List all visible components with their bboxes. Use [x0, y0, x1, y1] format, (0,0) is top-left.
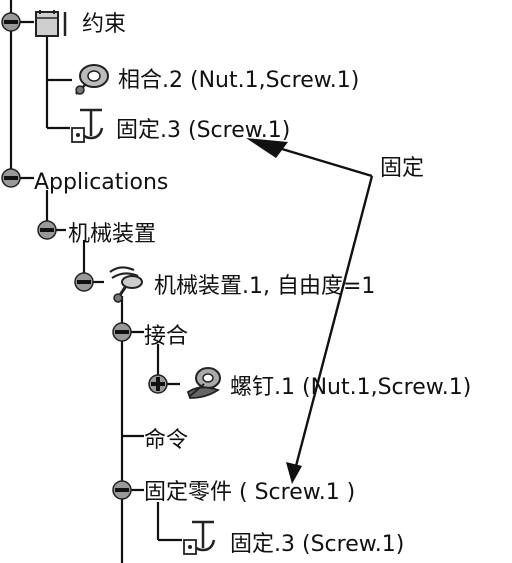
mechanism-icon: [109, 266, 143, 303]
screw-joint-icon: [186, 367, 221, 399]
annotation-label: 固定: [380, 156, 425, 181]
collapse-node-icon[interactable]: [111, 479, 133, 501]
tree-item-commands[interactable]: 命令: [144, 428, 189, 453]
collapse-node-icon[interactable]: [111, 321, 133, 343]
arrow-head-icon: [246, 138, 288, 158]
tree-item-mate[interactable]: 相合.2 (Nut.1,Screw.1): [118, 68, 360, 93]
plus-node-icon[interactable]: [147, 373, 169, 395]
tree-item-applications[interactable]: Applications: [34, 170, 169, 195]
coincidence-constraint-icon: [75, 64, 109, 95]
tree-item-fixed-part[interactable]: 固定零件 ( Screw.1 ): [144, 480, 356, 505]
tree-item-mechanisms[interactable]: 机械装置: [68, 222, 157, 247]
collapse-node-icon[interactable]: [73, 271, 95, 293]
collapse-node-icon[interactable]: [0, 167, 22, 189]
tree-item-joints[interactable]: 接合: [144, 324, 189, 349]
anchor-fix-icon: [183, 520, 216, 555]
constraint-set-icon: [35, 10, 67, 37]
collapse-node-icon[interactable]: [36, 219, 58, 241]
tree-item-fix[interactable]: 固定.3 (Screw.1): [116, 118, 291, 143]
arrow-head-icon: [286, 462, 302, 484]
collapse-node-icon[interactable]: [0, 11, 22, 33]
tree-item-screw-joint[interactable]: 螺钉.1 (Nut.1,Screw.1): [230, 375, 472, 400]
anchor-fix-icon: [71, 108, 104, 143]
tree-item-mechanism[interactable]: 机械装置.1, 自由度=1: [154, 274, 376, 299]
tree-item-fix[interactable]: 固定.3 (Screw.1): [230, 532, 405, 557]
tree-item-constraints[interactable]: 约束: [82, 12, 127, 37]
